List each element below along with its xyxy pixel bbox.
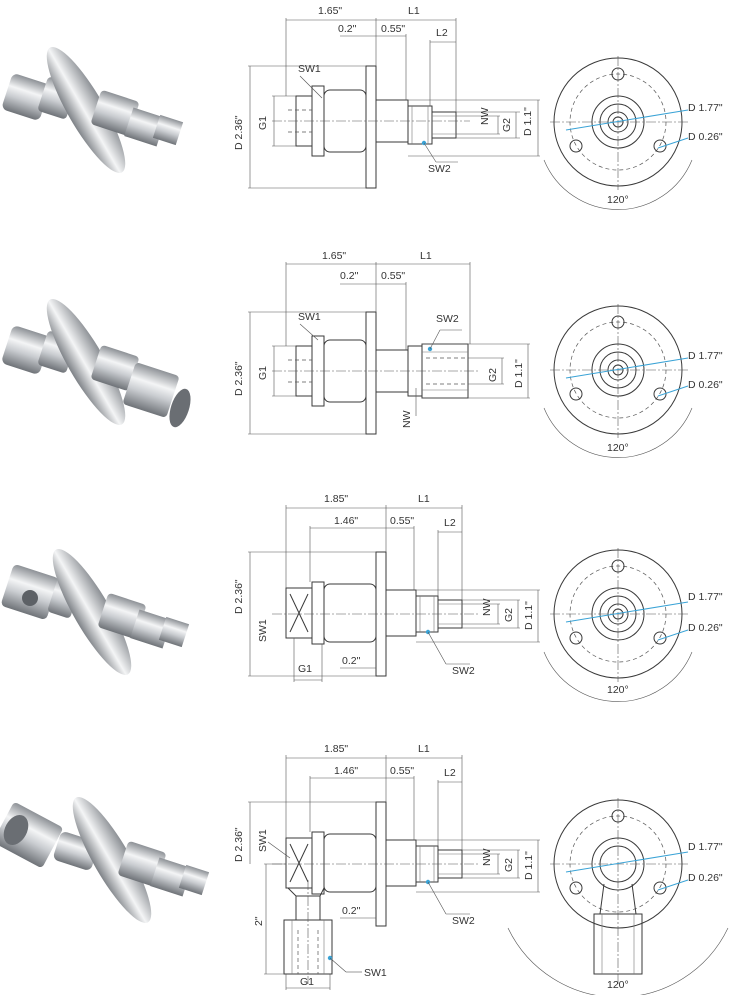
photo-elbow-port-male-thread <box>0 797 210 923</box>
row1-flange-hole: D 0.26" <box>688 131 723 143</box>
row3-d-right: D 1.1" <box>523 601 535 630</box>
row2-top-l1: L1 <box>420 250 432 262</box>
row2-sw1: SW1 <box>298 311 321 323</box>
row3-side-view <box>272 551 480 677</box>
row1-sw1: SW1 <box>298 63 321 75</box>
row4-flange-hole: D 0.26" <box>688 872 723 884</box>
row4-top-l1: L1 <box>418 743 430 755</box>
row4-top-total: 1.85" <box>324 743 348 755</box>
row4-sw1-top: SW1 <box>257 829 269 852</box>
row1-flange-view: D 1.77" D 0.26" 120° <box>543 56 723 210</box>
row2-angle: 120° <box>607 442 629 454</box>
row4-top-inner: 1.46" <box>334 765 358 777</box>
row3-angle: 120° <box>607 684 629 696</box>
row3-top-l2: L2 <box>444 517 456 529</box>
row1-flange-pcd: D 1.77" <box>688 102 723 114</box>
row4-side-view <box>272 801 480 984</box>
row1-d-right: D 1.1" <box>522 107 534 136</box>
row3-nw: NW <box>481 598 493 616</box>
row1-g2: G2 <box>501 118 513 132</box>
row3-sw2: SW2 <box>452 665 475 677</box>
photo-side-port-male-thread <box>1 549 190 675</box>
row2-drawing: 1.65" L1 0.2" 0.55" SW1 SW2 D 2.36" G1 G… <box>233 250 723 458</box>
row2-g1: G1 <box>257 366 269 380</box>
row2-sw2: SW2 <box>436 313 459 325</box>
row1-nw: NW <box>479 107 491 125</box>
row4-angle: 120° <box>607 979 629 991</box>
row4-d-left: D 2.36" <box>233 827 245 862</box>
row4-g1: G1 <box>300 976 314 988</box>
row4-nw: NW <box>481 848 493 866</box>
row2-dimensions: 1.65" L1 0.2" 0.55" SW1 SW2 D 2.36" G1 G… <box>233 250 530 435</box>
row2-flange-pcd: D 1.77" <box>688 350 723 362</box>
row2-g2: G2 <box>487 368 499 382</box>
row3-drawing: 1.85" L1 1.46" 0.55" L2 D 2.36" SW1 G1 0… <box>233 493 723 702</box>
row3-top-mid: 0.55" <box>390 515 414 527</box>
row3-d-left: D 2.36" <box>233 579 245 614</box>
row4-top-mid: 0.55" <box>390 765 414 777</box>
product-photos <box>0 46 210 923</box>
row1-top-mid: 0.55" <box>381 23 405 35</box>
row2-nw: NW <box>401 410 413 428</box>
row2-flange-view: D 1.77" D 0.26" 120° <box>543 304 723 458</box>
row2-d-left: D 2.36" <box>233 361 245 396</box>
row1-top-l1: L1 <box>408 5 420 17</box>
row3-top-total: 1.85" <box>324 493 348 505</box>
row1-top-inner: 0.2" <box>338 23 357 35</box>
row3-dimensions: 1.85" L1 1.46" 0.55" L2 D 2.36" SW1 G1 0… <box>233 493 540 682</box>
row2-top-total: 1.65" <box>322 250 346 262</box>
row1-side-view <box>272 65 470 189</box>
row3-flange-hole: D 0.26" <box>688 622 723 634</box>
row3-sw1: SW1 <box>257 619 269 642</box>
row3-g1: G1 <box>298 663 312 675</box>
row4-dimensions: 1.85" L1 1.46" 0.55" L2 D 2.36" SW1 2" 0… <box>233 743 540 990</box>
row1-angle: 120° <box>607 194 629 206</box>
row1-drawing: 1.65" L1 0.2" 0.55" L2 SW1 D 2.36" G1 NW… <box>233 5 723 210</box>
row4-d-right: D 1.1" <box>523 851 535 880</box>
row4-elbow-len: 2" <box>253 916 265 926</box>
photo-straight-female-thread <box>2 299 191 428</box>
row4-top-l2: L2 <box>444 767 456 779</box>
row2-top-mid: 0.55" <box>381 270 405 282</box>
row1-d-left: D 2.36" <box>233 115 245 150</box>
row4-sw1-bottom: SW1 <box>364 967 387 979</box>
row3-top-l1: L1 <box>418 493 430 505</box>
row2-flange-hole: D 0.26" <box>688 379 723 391</box>
row3-flange-view: D 1.77" D 0.26" 120° <box>543 548 723 702</box>
row1-sw2: SW2 <box>428 163 451 175</box>
row4-flange-view: D 1.77" D 0.26" 120° <box>507 798 729 995</box>
row4-g2: G2 <box>503 858 515 872</box>
row1-dimensions: 1.65" L1 0.2" 0.55" L2 SW1 D 2.36" G1 NW… <box>233 5 540 189</box>
row4-sw2: SW2 <box>452 915 475 927</box>
row4-drawing: 1.85" L1 1.46" 0.55" L2 D 2.36" SW1 2" 0… <box>233 743 729 995</box>
row2-top-inner: 0.2" <box>340 270 359 282</box>
row3-g2: G2 <box>503 608 515 622</box>
row1-top-total: 1.65" <box>318 5 342 17</box>
row1-g1: G1 <box>257 116 269 130</box>
row3-flange-pcd: D 1.77" <box>688 591 723 603</box>
row3-bottom-inner: 0.2" <box>342 655 361 667</box>
row2-d-right: D 1.1" <box>513 359 525 388</box>
row3-top-inner: 1.46" <box>334 515 358 527</box>
row4-bottom-inner: 0.2" <box>342 905 361 917</box>
photo-straight-male-thread <box>2 46 184 173</box>
row1-top-l2: L2 <box>436 27 448 39</box>
row4-flange-pcd: D 1.77" <box>688 841 723 853</box>
